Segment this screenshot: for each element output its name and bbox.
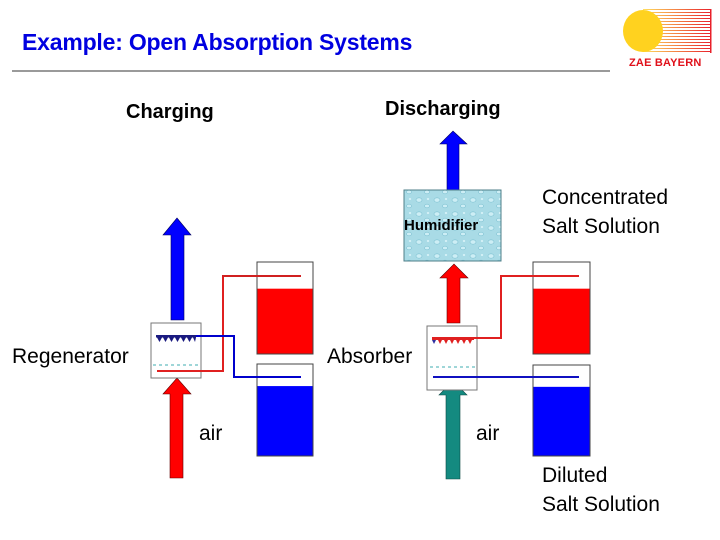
- diluted-label-line2: Salt Solution: [542, 493, 660, 516]
- regenerator-sprayer-icon: [156, 335, 196, 342]
- concentrated-label-line2: Salt Solution: [542, 215, 660, 238]
- discharging-air-mid-arrow: [439, 263, 469, 324]
- logo-rays: [643, 9, 712, 53]
- diluted-label-line1: Diluted: [542, 464, 608, 487]
- logo-sun: [623, 10, 663, 52]
- charging-concentrated-tank: [256, 261, 314, 355]
- charging-air-out-arrow: [162, 217, 192, 321]
- regenerator-label: Regenerator: [12, 345, 129, 368]
- charging-diluted-tank: [256, 363, 314, 457]
- charging-heading: Charging: [126, 101, 214, 123]
- discharging-air-in-arrow: [438, 380, 468, 480]
- absorber-label: Absorber: [327, 345, 413, 368]
- discharging-heading: Discharging: [385, 98, 501, 120]
- regenerator-box: [150, 322, 202, 379]
- sun-logo-icon: [623, 9, 712, 53]
- discharging-air-out-arrow: [439, 130, 468, 191]
- logo-text: ZAE BAYERN: [629, 57, 702, 69]
- humidifier-label: Humidifier: [404, 217, 479, 234]
- discharging-concentrated-tank: [532, 261, 591, 355]
- humidifier-box: [403, 189, 502, 262]
- slide-title: Example: Open Absorption Systems: [22, 29, 413, 55]
- absorber-sprayer-icon: [432, 337, 474, 344]
- charging-air-in-arrow: [162, 377, 192, 479]
- charging-air-label: air: [199, 422, 223, 445]
- discharging-air-label: air: [476, 422, 500, 445]
- absorber-box: [426, 325, 478, 391]
- title-divider: [12, 70, 610, 72]
- discharging-diluted-tank: [532, 364, 591, 457]
- concentrated-label-line1: Concentrated: [542, 186, 669, 209]
